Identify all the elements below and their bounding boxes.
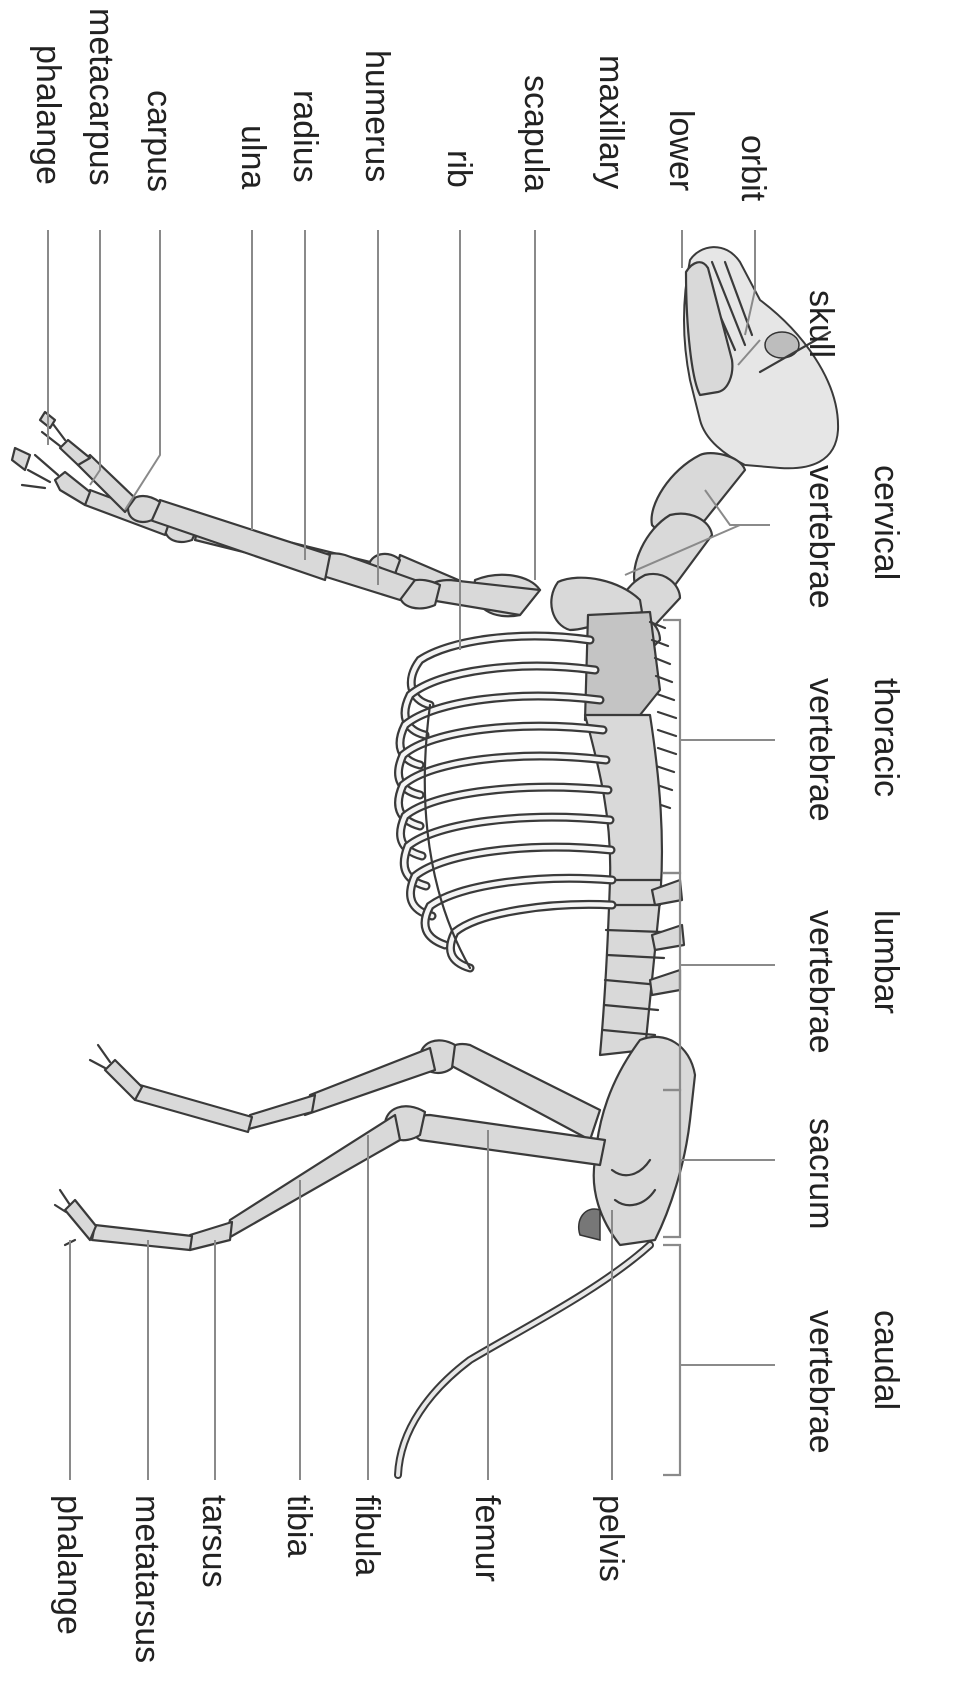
label-skull: skull [802,290,840,358]
hind-leg-near [55,1106,605,1250]
label-fibula: fibula [348,1495,386,1576]
labels-top: orbit lower maxillary scapula rib humeru… [29,8,772,202]
label-maxillary: maxillary [592,55,630,189]
label-metacarpus: metacarpus [82,8,120,186]
label-thoracic-vertebrae: vertebrae [802,678,840,822]
label-scapula: scapula [517,75,555,192]
label-carpus: carpus [140,90,178,192]
label-lower: lower [662,110,700,191]
label-phalange-hind: phalange [50,1495,88,1635]
label-pelvis: pelvis [592,1495,630,1582]
hind-leg-far [90,1040,600,1140]
label-femur: femur [468,1495,506,1582]
rib-cage [399,636,612,968]
label-orbit: orbit [734,135,772,202]
label-caudal: caudal [867,1310,905,1410]
label-humerus: humerus [358,50,396,182]
label-radius: radius [286,90,324,183]
label-rib: rib [440,150,478,188]
label-thoracic: thoracic [867,678,905,797]
labels-right: skull cervical vertebrae thoracic verteb… [802,290,905,1454]
skeleton-figure [12,247,838,1475]
label-tarsus: tarsus [195,1495,233,1588]
label-cervical-vertebrae: vertebrae [802,465,840,609]
label-tibia: tibia [280,1495,318,1557]
label-lumbar: lumbar [867,910,905,1014]
spine [585,715,662,1055]
label-phalange-front: phalange [29,45,67,185]
label-lumbar-vertebrae: vertebrae [802,910,840,1054]
label-ulna: ulna [234,125,272,189]
label-sacrum: sacrum [802,1118,840,1229]
label-caudal-vertebrae: vertebrae [802,1310,840,1454]
labels-bottom: pelvis femur fibula tibia tarsus metatar… [50,1495,630,1663]
label-cervical: cervical [867,465,905,580]
label-metatarsus: metatarsus [128,1495,166,1663]
